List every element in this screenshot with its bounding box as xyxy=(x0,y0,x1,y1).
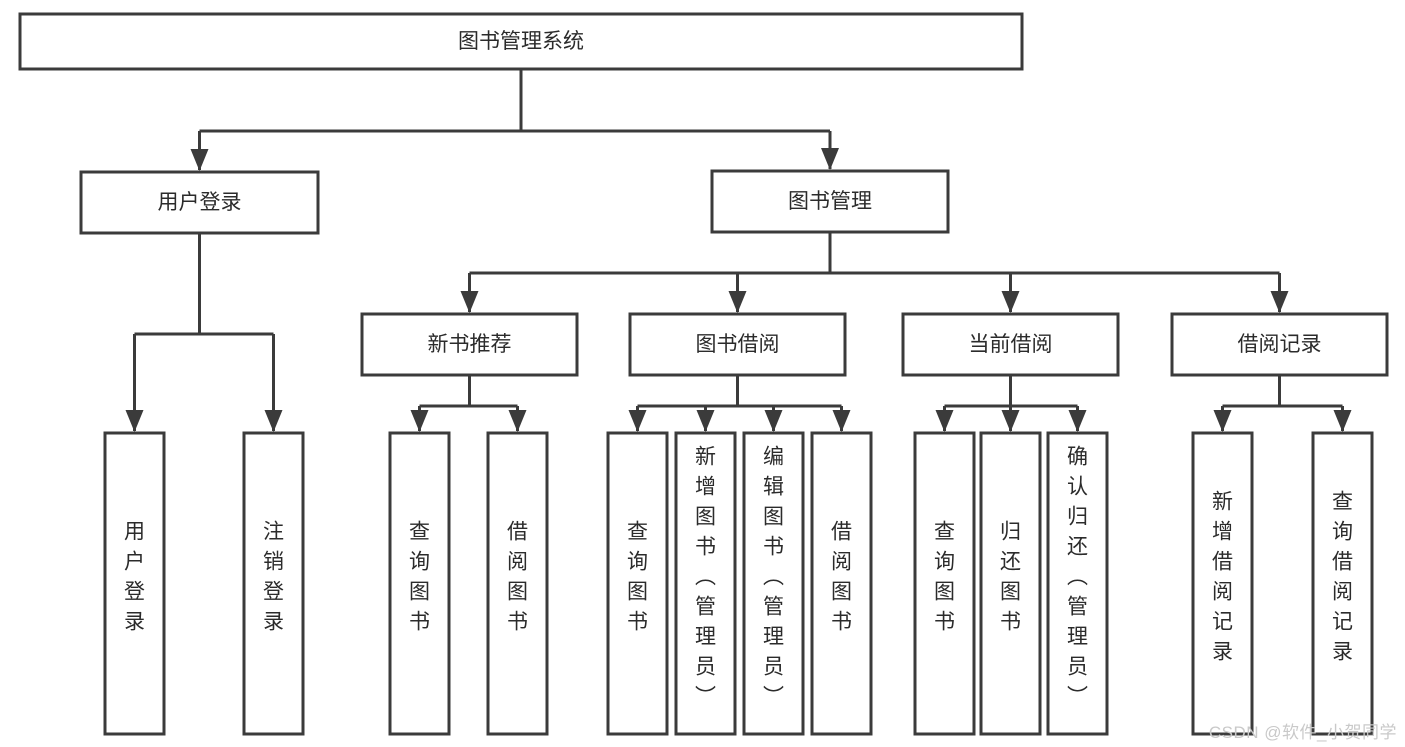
node-rect xyxy=(710,169,950,234)
node-label: 借阅图书 xyxy=(507,521,528,634)
arrow-head-icon xyxy=(264,410,283,432)
arrow-head-icon xyxy=(1270,291,1289,313)
node-level1-图书管理[interactable]: 图书管理 xyxy=(710,169,950,234)
node-boxes: 图书管理系统用户登录图书管理新书推荐图书借阅当前借阅借阅记录用户登录注销登录查询… xyxy=(18,12,1389,736)
arrow-head-icon xyxy=(728,291,747,313)
node-leaf-新增图书管理员[interactable]: 新增图书︵管理员︶ xyxy=(674,431,737,736)
node-level1-用户登录[interactable]: 用户登录 xyxy=(79,170,320,235)
node-leaf-查询图书[interactable]: 查询图书 xyxy=(913,431,976,736)
node-rect xyxy=(901,312,1120,377)
node-leaf-查询图书[interactable]: 查询图书 xyxy=(606,431,669,736)
node-rect xyxy=(1191,431,1254,736)
arrow-head-icon xyxy=(190,149,209,171)
node-leaf-查询图书[interactable]: 查询图书 xyxy=(388,431,451,736)
node-label: 查询图书 xyxy=(409,521,430,634)
node-leaf-归还图书[interactable]: 归还图书 xyxy=(979,431,1042,736)
arrow-head-icon xyxy=(1001,410,1020,432)
node-label: 借阅图书 xyxy=(831,521,852,634)
node-label: 确认归还︵管理员︶ xyxy=(1067,446,1088,709)
node-leaf-借阅图书[interactable]: 借阅图书 xyxy=(810,431,873,736)
arrow-head-icon xyxy=(1001,291,1020,313)
node-rect xyxy=(913,431,976,736)
node-label: 查询图书 xyxy=(934,521,955,634)
node-rect xyxy=(1311,431,1374,736)
node-rect xyxy=(628,312,847,377)
node-rect xyxy=(742,431,805,736)
node-label: 注销登录 xyxy=(263,521,284,634)
node-rect xyxy=(79,170,320,235)
node-label: 编辑图书︵管理员︶ xyxy=(763,446,784,709)
node-label: 查询图书 xyxy=(627,521,648,634)
node-label: 借阅记录 xyxy=(1238,333,1322,356)
node-leaf-编辑图书管理员[interactable]: 编辑图书︵管理员︶ xyxy=(742,431,805,736)
arrow-head-icon xyxy=(935,410,954,432)
arrow-head-icon xyxy=(696,410,715,432)
node-rect xyxy=(1170,312,1389,377)
node-rect xyxy=(486,431,549,736)
arrow-head-icon xyxy=(460,291,479,313)
node-label: 查询借阅记录 xyxy=(1332,491,1353,664)
arrow-head-icon xyxy=(125,410,144,432)
arrow-head-icon xyxy=(628,410,647,432)
arrow-head-icon xyxy=(410,410,429,432)
node-rect xyxy=(810,431,873,736)
node-label: 新书推荐 xyxy=(428,333,512,356)
node-rect xyxy=(674,431,737,736)
node-leaf-注销登录[interactable]: 注销登录 xyxy=(242,431,305,736)
node-label: 当前借阅 xyxy=(969,333,1053,356)
arrow-head-icon xyxy=(1068,410,1087,432)
node-level2-新书推荐[interactable]: 新书推荐 xyxy=(360,312,579,377)
node-level2-图书借阅[interactable]: 图书借阅 xyxy=(628,312,847,377)
node-label: 归还图书 xyxy=(1000,521,1021,634)
node-rect xyxy=(360,312,579,377)
node-leaf-用户登录[interactable]: 用户登录 xyxy=(103,431,166,736)
arrow-head-icon xyxy=(764,410,783,432)
arrow-head-icon xyxy=(508,410,527,432)
arrow-head-icon xyxy=(821,148,839,170)
node-label: 用户登录 xyxy=(158,191,242,214)
node-rect xyxy=(103,431,166,736)
node-label: 新增借阅记录 xyxy=(1212,491,1233,664)
node-level2-当前借阅[interactable]: 当前借阅 xyxy=(901,312,1120,377)
node-leaf-借阅图书[interactable]: 借阅图书 xyxy=(486,431,549,736)
arrow-head-icon xyxy=(1333,410,1352,432)
node-rect xyxy=(242,431,305,736)
arrow-head-icon xyxy=(1213,410,1232,432)
csdn-watermark: CSDN @软件_小贺同学 xyxy=(1208,723,1397,742)
node-label: 新增图书︵管理员︶ xyxy=(695,446,716,709)
node-level2-借阅记录[interactable]: 借阅记录 xyxy=(1170,312,1389,377)
node-leaf-确认归还管理员[interactable]: 确认归还︵管理员︶ xyxy=(1046,431,1109,736)
node-label: 用户登录 xyxy=(124,521,145,634)
node-rect xyxy=(1046,431,1109,736)
node-label: 图书借阅 xyxy=(696,333,780,356)
node-label: 图书管理 xyxy=(788,190,872,213)
node-root-图书管理系统[interactable]: 图书管理系统 xyxy=(18,12,1024,71)
node-label: 图书管理系统 xyxy=(458,30,584,53)
node-rect xyxy=(606,431,669,736)
connector-lines xyxy=(125,69,1352,432)
node-rect xyxy=(18,12,1024,71)
node-rect xyxy=(979,431,1042,736)
arrow-head-icon xyxy=(832,410,851,432)
node-rect xyxy=(388,431,451,736)
node-leaf-新增借阅记录[interactable]: 新增借阅记录 xyxy=(1191,431,1254,736)
node-leaf-查询借阅记录[interactable]: 查询借阅记录 xyxy=(1311,431,1374,736)
